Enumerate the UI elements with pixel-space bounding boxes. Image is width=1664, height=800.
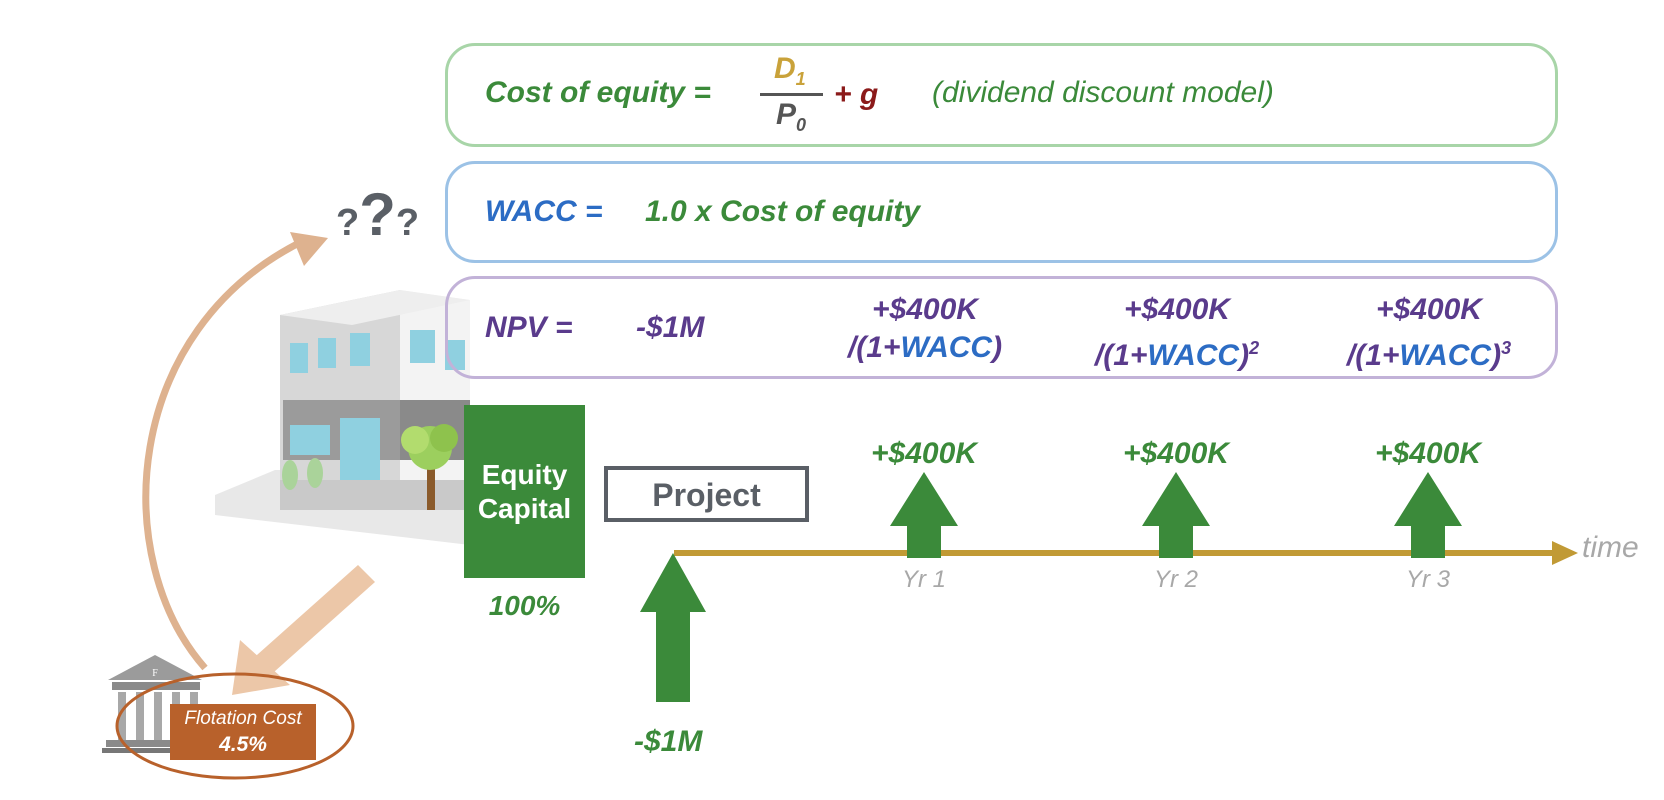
flotation-cost-value: 4.5% [219, 733, 267, 756]
timeline-arrowhead [1552, 541, 1578, 565]
equity-percent: 100% [488, 590, 561, 621]
curved-arrow-up-head [290, 232, 328, 266]
npv-term-3: +$400K /(1+WACC)3 [1346, 293, 1512, 372]
price-denominator: P0 [776, 98, 807, 135]
outflow-arrow [640, 553, 706, 702]
npv-label: NPV = [485, 311, 573, 344]
diagonal-arrow-down [248, 565, 375, 680]
npv-term-2: +$400K /(1+WACC)2 [1094, 293, 1260, 372]
flotation-ellipse [115, 672, 355, 780]
npv-term-1: +$400K /(1+WACC) [847, 293, 1003, 364]
question-marks: ??? [336, 181, 420, 248]
year-label-2: Yr 2 [1153, 566, 1198, 593]
flotation-cost-label: Flotation Cost [184, 708, 302, 729]
growth-term: + g [834, 78, 879, 111]
inflow-value-yr1: +$400K [871, 437, 977, 470]
wacc-label: WACC = [485, 195, 603, 228]
year-label-1: Yr 1 [901, 566, 946, 593]
tree-icon [401, 424, 458, 510]
wacc-value: 1.0 x Cost of equity [645, 195, 921, 228]
npv-box [445, 276, 1558, 379]
wacc-box [445, 161, 1558, 263]
ddm-note: (dividend discount model) [932, 76, 1274, 109]
npv-initial: -$1M [636, 311, 705, 344]
equity-capital-block [464, 405, 585, 578]
inflow-arrow-yr3 [1394, 472, 1462, 558]
diagonal-arrow-down-head [232, 640, 290, 695]
project-label: Project [652, 477, 761, 513]
initial-outflow-label: -$1M [634, 725, 703, 758]
cost-of-equity-box [445, 43, 1558, 147]
equity-capital-label: Equity Capital [477, 459, 572, 524]
inflow-value-yr3: +$400K [1375, 437, 1481, 470]
project-box [604, 466, 809, 522]
inflow-value-yr2: +$400K [1123, 437, 1229, 470]
time-axis-label: time [1582, 531, 1639, 564]
flotation-cost-box: Flotation Cost 4.5% [170, 704, 316, 760]
dividend-numerator: D1 [774, 52, 806, 89]
inflow-arrow-yr2 [1142, 472, 1210, 558]
fraction-bar [760, 93, 823, 96]
year-label-3: Yr 3 [1405, 566, 1450, 593]
inflow-arrow-yr1 [890, 472, 958, 558]
curved-arrow-up [142, 236, 307, 671]
bank-logo: F [152, 668, 158, 679]
cost-of-equity-label: Cost of equity = [485, 76, 711, 109]
